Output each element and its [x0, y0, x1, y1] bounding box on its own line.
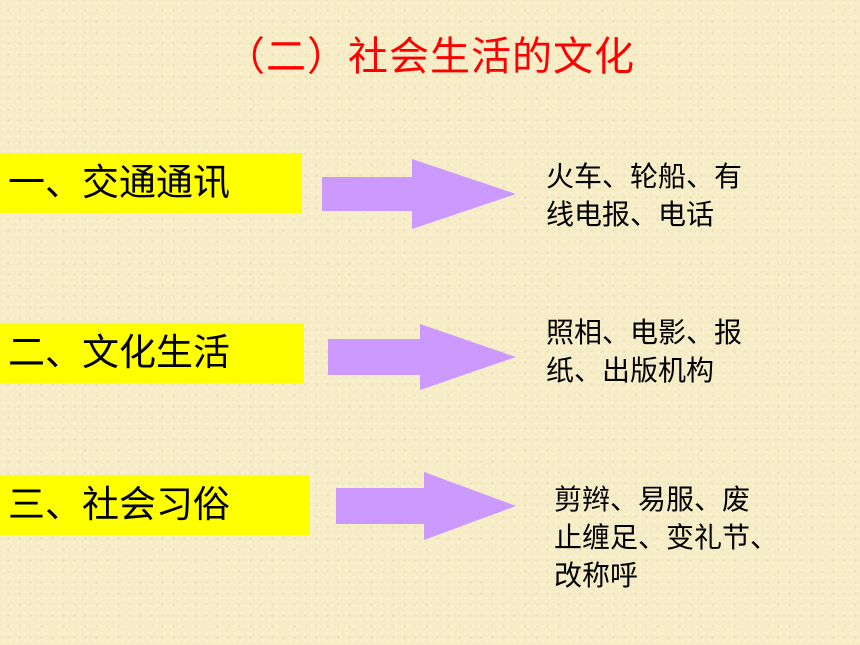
description-line: 纸、出版机构 [546, 354, 715, 387]
category-label-transport: 一、交通通讯 [0, 153, 302, 213]
right-arrow-icon [322, 159, 516, 229]
description-line: 剪辫、易服、废 [554, 483, 751, 516]
category-label-customs: 三、社会习俗 [0, 475, 310, 535]
description-line: 照相、电影、报 [546, 316, 743, 349]
description-line: 改称呼 [554, 559, 639, 592]
category-label-culture: 二、文化生活 [0, 323, 304, 383]
description-customs: 剪辫、易服、废 止缠足、变礼节、 改称呼 [554, 481, 778, 595]
description-line: 线电报、电话 [546, 198, 715, 231]
description-line: 火车、轮船、有 [546, 160, 743, 193]
description-transport: 火车、轮船、有 线电报、电话 [546, 158, 742, 234]
description-line: 止缠足、变礼节、 [554, 521, 779, 554]
page-title: （二）社会生活的文化 [225, 34, 635, 80]
description-culture: 照相、电影、报 纸、出版机构 [546, 314, 742, 390]
right-arrow-icon [336, 472, 516, 540]
right-arrow-icon [328, 324, 516, 390]
